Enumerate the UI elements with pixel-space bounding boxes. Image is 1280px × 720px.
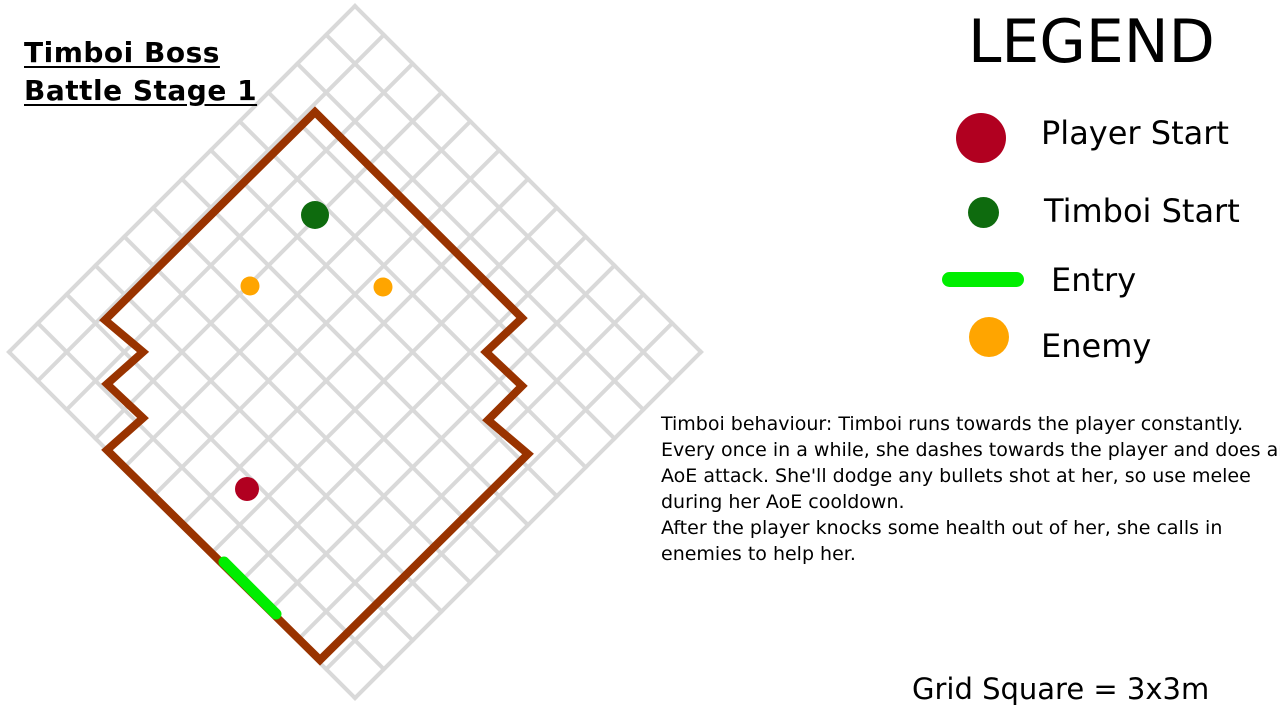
boss-behaviour-description: Timboi behaviour: Timboi runs towards th… xyxy=(661,413,1280,565)
grid-scale-note: Grid Square = 3x3m xyxy=(912,672,1210,706)
legend-heading: LEGEND xyxy=(968,7,1215,77)
timboi-start-marker xyxy=(301,201,329,229)
player-start-legend-icon xyxy=(956,113,1006,163)
enemy-marker xyxy=(240,276,260,296)
floor-grid xyxy=(6,3,704,701)
legend-label-player-start: Player Start xyxy=(1041,114,1229,152)
grid-line xyxy=(323,32,675,384)
legend-label-timboi-start: Timboi Start xyxy=(1044,192,1240,230)
grid-line xyxy=(352,3,704,355)
legend-label-entry: Entry xyxy=(1051,261,1137,299)
enemy-legend-icon xyxy=(969,317,1009,357)
entry-marker xyxy=(218,556,282,620)
timboi-start-legend-icon xyxy=(968,197,999,228)
grid-line xyxy=(294,291,647,644)
map-title: Timboi Boss Battle Stage 1 xyxy=(24,34,257,110)
enemy-marker xyxy=(373,277,393,297)
grid-line xyxy=(323,320,675,672)
entry-legend-icon xyxy=(942,272,1024,287)
title-line-2: Battle Stage 1 xyxy=(24,74,258,107)
legend-label-enemy: Enemy xyxy=(1041,327,1152,365)
title-line-1: Timboi Boss xyxy=(24,36,220,69)
arena-map xyxy=(6,3,704,701)
grid-line xyxy=(352,349,704,701)
arena-wall xyxy=(99,106,534,666)
player-start-marker xyxy=(235,477,259,501)
